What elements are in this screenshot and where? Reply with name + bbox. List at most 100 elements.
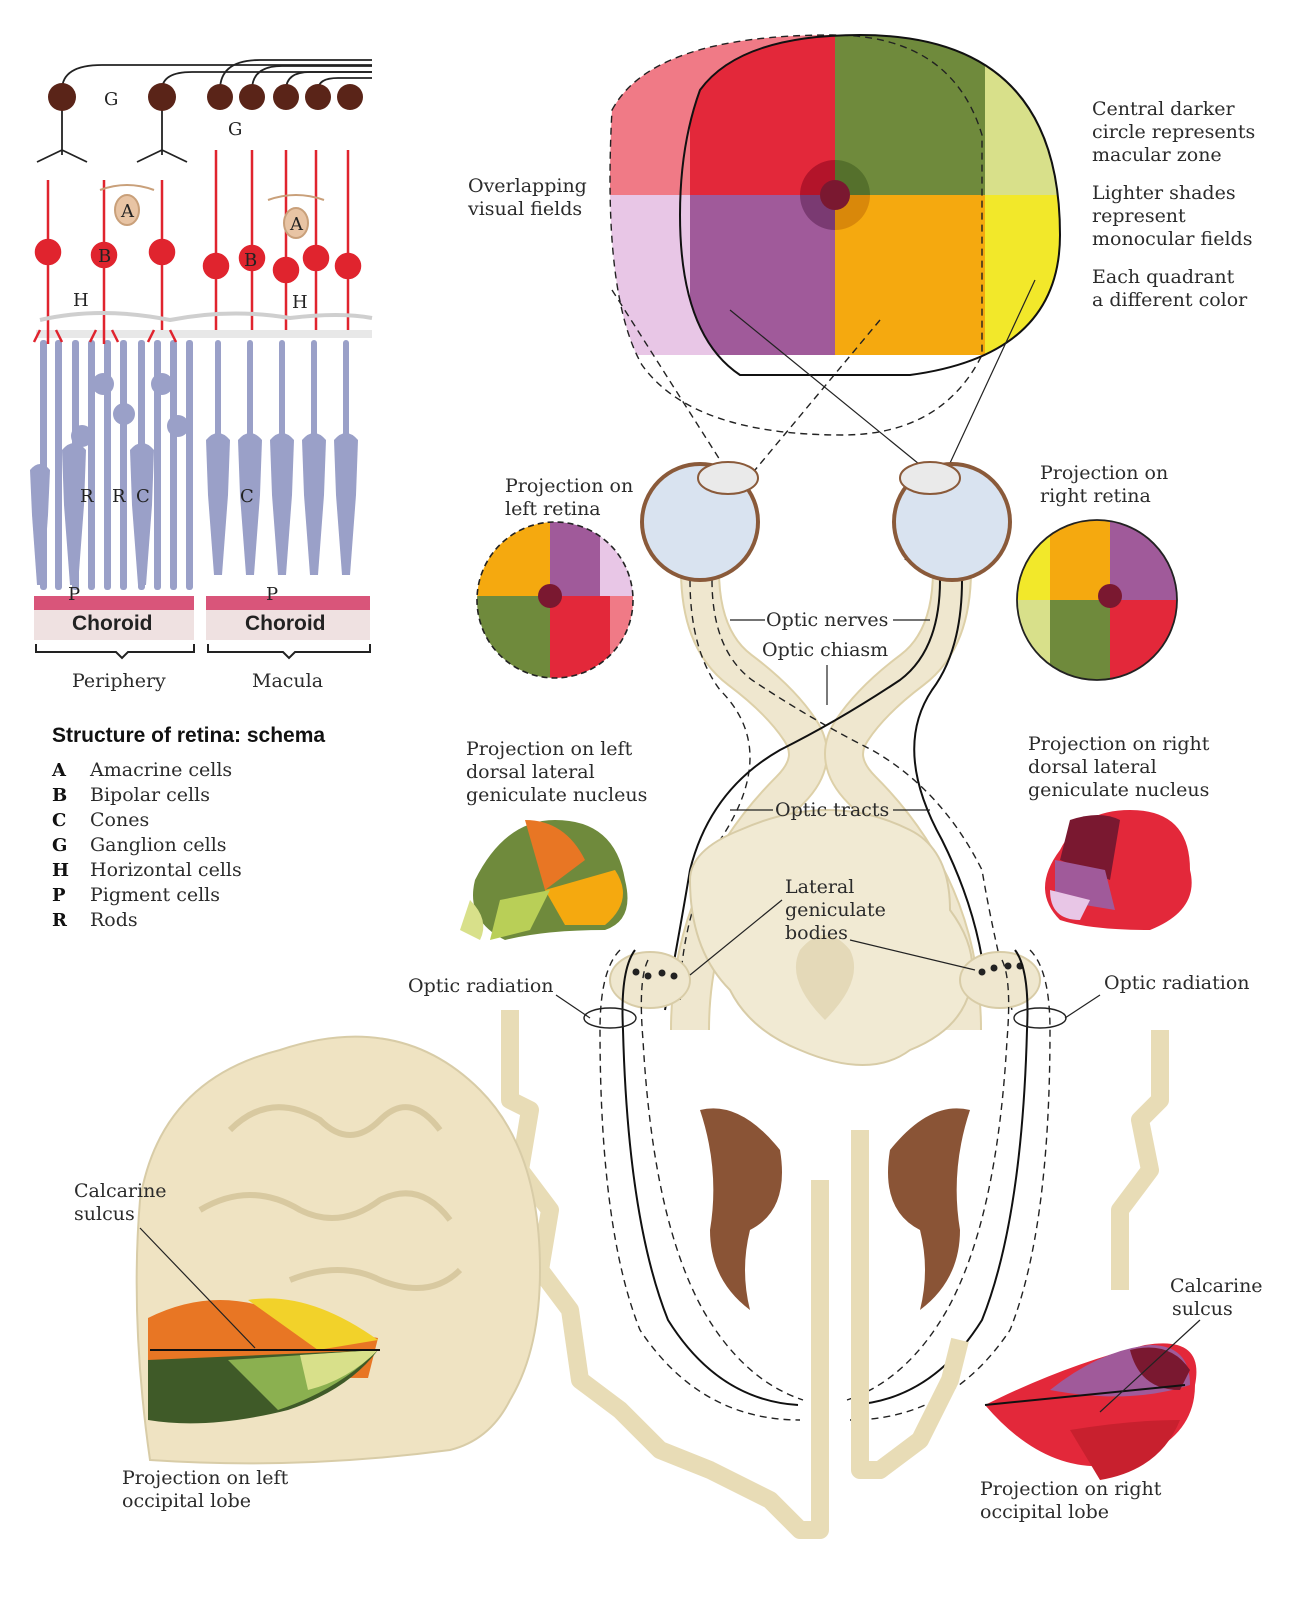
legend-row: P Pigment cells	[52, 884, 220, 906]
central-label-2: circle represents	[1092, 121, 1255, 143]
proj-right-retina-label-1: Projection on	[1040, 462, 1168, 484]
proj-right-lgn-label-2: dorsal lateral	[1028, 756, 1157, 778]
legend-key-h: H	[52, 860, 69, 881]
right-lgn-projection	[1045, 810, 1192, 930]
proj-left-retina-label-1: Projection on	[505, 475, 633, 497]
legend-key-p: P	[52, 885, 66, 906]
optic-tracts-label: Optic tracts	[775, 799, 889, 821]
proj-left-occ-label-1: Projection on left	[122, 1467, 289, 1489]
cell-letter-g-macula: G	[228, 119, 242, 140]
cell-letter-p: P	[68, 584, 80, 605]
proj-right-lgn-label-3: geniculate nucleus	[1028, 779, 1209, 801]
visual-fields	[609, 33, 1062, 436]
cell-letter-c-macula: C	[240, 486, 254, 507]
right-eyeball	[892, 461, 1012, 582]
legend-key-b: B	[52, 785, 67, 806]
right-eye-field	[690, 35, 1060, 355]
lighter-label-3: monocular fields	[1092, 228, 1252, 250]
legend-row: R Rods	[52, 909, 138, 931]
retina-schema: G G A A B B H H R R C C P P Choroid Chor…	[30, 59, 373, 692]
proj-right-lgn-label-1: Projection on right	[1028, 733, 1210, 755]
amacrine-cells	[99, 184, 325, 239]
optic-pathway	[501, 461, 1169, 1539]
legend-row: G Ganglion cells	[52, 834, 227, 856]
horizontal-cells	[39, 311, 373, 323]
choroid-label-periphery: Choroid	[72, 612, 152, 635]
cell-letter-b: B	[98, 246, 111, 267]
macular-zone	[800, 160, 870, 230]
legend-label-h: Horizontal cells	[90, 859, 242, 881]
legend-label-b: Bipolar cells	[90, 784, 210, 806]
cell-letter-a: A	[120, 201, 135, 222]
legend-label-a: Amacrine cells	[89, 759, 232, 781]
legend-key-a: A	[51, 760, 67, 781]
lgb-label-3: bodies	[785, 922, 848, 944]
macula-photoreceptors	[206, 340, 358, 575]
ganglion-cells	[36, 59, 372, 163]
central-label-1: Central darker	[1092, 98, 1236, 120]
periphery-label: Periphery	[72, 670, 166, 692]
macula-label: Macula	[252, 670, 323, 692]
proj-right-retina-label-2: right retina	[1040, 485, 1151, 507]
optic-chiasm-label: Optic chiasm	[762, 639, 888, 661]
proj-right-occ-label-1: Projection on right	[980, 1478, 1162, 1500]
lgb-label-1: Lateral	[785, 876, 854, 898]
optic-radiation-left-label: Optic radiation	[408, 975, 554, 997]
proj-left-lgn-label-2: dorsal lateral	[466, 761, 595, 783]
legend-label-p: Pigment cells	[90, 884, 220, 906]
legend-row: B Bipolar cells	[52, 784, 210, 806]
right-retina-projection	[1016, 519, 1178, 681]
lighter-label-2: represent	[1092, 205, 1186, 227]
calcarine-right-label-1: Calcarine	[1170, 1275, 1263, 1297]
left-lgn-projection	[460, 820, 628, 940]
optic-nerves-label: Optic nerves	[766, 609, 888, 631]
central-label-3: macular zone	[1092, 144, 1222, 166]
right-occipital-lobe	[984, 1343, 1197, 1480]
legend-row: C Cones	[52, 809, 149, 831]
proj-left-lgn-label-1: Projection on left	[466, 738, 633, 760]
brainstem	[609, 809, 1041, 1066]
calcarine-right-label-2: sulcus	[1172, 1298, 1233, 1320]
lighter-label-1: Lighter shades	[1092, 182, 1236, 204]
cell-letter-r1: R	[80, 486, 94, 507]
bipolar-cells	[32, 150, 362, 344]
lgb-label-2: geniculate	[785, 899, 886, 921]
legend-label-r: Rods	[90, 909, 138, 931]
ventricles	[700, 1108, 970, 1310]
calcarine-left-label-1: Calcarine	[74, 1180, 167, 1202]
cell-letter-g: G	[104, 89, 118, 110]
proj-left-retina-label-2: left retina	[505, 498, 601, 520]
quadrant-label-2: a different color	[1092, 289, 1248, 311]
cell-letter-h: H	[73, 290, 89, 311]
cortex-outline	[501, 1010, 1169, 1539]
calcarine-left-label-2: sulcus	[74, 1203, 135, 1225]
overlapping-label-1: Overlapping	[468, 175, 587, 197]
legend-key-c: C	[52, 810, 66, 831]
cell-letter-b-macula: B	[244, 250, 257, 271]
retina-brackets	[35, 644, 371, 660]
proj-left-lgn-label-3: geniculate nucleus	[466, 784, 647, 806]
annotation-labels: Overlapping visual fields Central darker…	[74, 98, 1263, 1523]
cell-letter-h-macula: H	[292, 292, 308, 313]
leader-lines	[139, 619, 1201, 1413]
periphery-photoreceptors	[30, 340, 193, 590]
cell-letter-p-macula: P	[266, 584, 278, 605]
photoreceptor-layer	[30, 330, 372, 590]
left-occipital-lobe	[135, 1035, 542, 1465]
legend-key-r: R	[52, 910, 68, 931]
legend-row: H Horizontal cells	[52, 859, 242, 881]
retina-legend: Structure of retina: schema A Amacrine c…	[51, 724, 325, 931]
cell-letter-a-macula: A	[289, 214, 304, 235]
quadrant-label-1: Each quadrant	[1092, 266, 1235, 288]
proj-right-occ-label-2: occipital lobe	[980, 1501, 1109, 1523]
choroid-layer	[34, 596, 370, 640]
legend-key-g: G	[52, 835, 67, 856]
proj-left-occ-label-2: occipital lobe	[122, 1490, 251, 1512]
choroid-label-macula: Choroid	[245, 612, 325, 635]
cell-letter-r2: R	[112, 486, 126, 507]
retina-legend-title: Structure of retina: schema	[52, 724, 325, 747]
left-retina-projection	[476, 521, 634, 679]
legend-row: A Amacrine cells	[51, 759, 232, 781]
optic-radiation-right-label: Optic radiation	[1104, 972, 1250, 994]
